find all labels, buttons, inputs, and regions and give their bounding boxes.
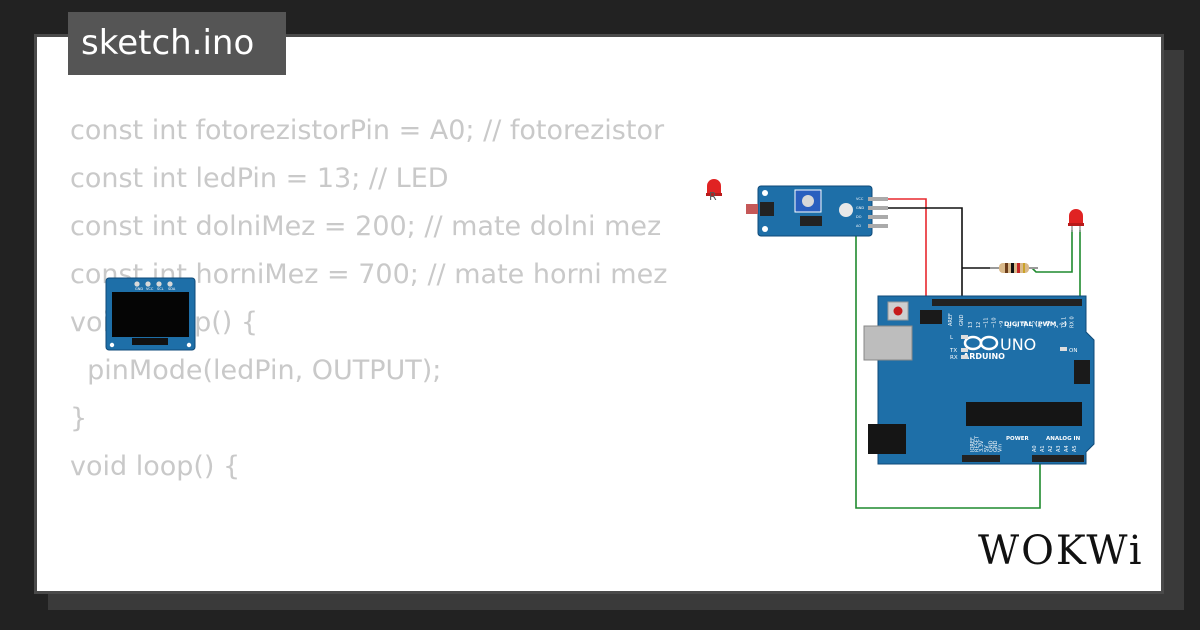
analog-pin-label: A1 [1040,445,1046,452]
led-output[interactable] [1068,209,1084,232]
board-brand: ARDUINO [963,352,1005,361]
power-pin-label: 5V [984,445,990,452]
arduino-uno-board[interactable]: UNO ARDUINO DIGITAL (PWM ~) POWER ANALOG… [863,295,1095,465]
power-pin-label: GND [988,440,994,452]
digital-pin-label: TX 1 [1062,317,1068,329]
sensor-pin-label: GND [856,206,864,210]
power-pin-label: 3.3V [979,440,985,452]
power-pin-label: Vin [998,444,1004,452]
digital-pin-label: ~10 [991,317,997,328]
on-label: ON [1069,348,1077,354]
digital-pin-label: ~6 [1023,321,1029,328]
digital-pin-label: 12 [976,322,982,328]
aref-label: AREF [948,313,954,326]
led-indicator[interactable]: R [706,179,722,203]
analog-header [1032,455,1084,462]
oled-pin-label: SDA [168,287,176,291]
led-label: R [709,190,717,203]
board-name: UNO [1000,335,1036,354]
analog-pin-label: A4 [1064,445,1070,452]
wokwi-logo: WOKWi [978,528,1144,574]
digital-pin-label: 13 [968,322,974,328]
photoresistor-module[interactable]: VCC GND DO AO [746,185,888,237]
power-pin-label: RESET [975,435,981,452]
sensor-pin-label: DO [856,215,862,219]
gnd-label: GND [959,314,965,326]
l-label: L [950,335,954,341]
code-line: const int ledPin = 13; // LED [70,163,449,194]
digital-pin-label: 2 [1054,325,1060,328]
oled-display[interactable]: GND VCC SCL SDA [105,277,196,351]
usb-port [863,325,913,361]
sensor-pin-label: AO [856,224,861,228]
file-tab[interactable]: sketch.ino [68,12,286,75]
digital-pin-label: ~3 [1046,321,1052,328]
digital-pin-label: ~9 [999,321,1005,328]
digital-pin-label: 4 [1038,325,1044,328]
digital-label: DIGITAL (PWM ~) [1004,320,1067,328]
tx-label: TX [949,348,957,354]
digital-pin-label: RX 0 [1069,316,1075,328]
rx-label: RX [950,355,958,361]
sensor-pin-label: VCC [856,197,864,201]
code-line: pinMode(ledPin, OUTPUT); [70,355,442,386]
code-preview: const int fotorezistorPin = A0; // fotor… [70,107,770,491]
oled-pin-label: GND [135,287,143,291]
analog-pin-label: A0 [1032,445,1038,452]
code-line: } [70,403,88,434]
digital-header [932,299,1082,306]
analog-pin-label: A3 [1056,445,1062,452]
analog-pin-label: A5 [1072,445,1078,452]
code-line: const int dolniMez = 200; // mate dolni … [70,211,662,242]
analog-pin-label: A2 [1048,445,1054,452]
atmega-chip [966,402,1082,426]
code-line: const int fotorezistorPin = A0; // fotor… [70,115,665,146]
power-header [962,455,1000,462]
power-pin-label: IOREF [970,437,976,452]
wire-gnd [870,207,963,300]
resistor[interactable] [990,263,1038,273]
analog-label: ANALOG IN [1046,436,1081,442]
oled-pin-label: VCC [146,287,154,291]
code-line: void loop() { [70,451,241,482]
wire-led-cathode [1031,230,1073,273]
power-pin-label: GND [993,440,999,452]
oled-pin-label: SCL [157,287,164,291]
digital-pin-label: ~5 [1030,321,1036,328]
digital-pin-label: 7 [1015,325,1021,328]
power-jack [868,424,906,454]
power-label: POWER [1006,436,1030,442]
digital-pin-label: ~11 [984,317,990,328]
arduino-logo-icon [963,335,999,351]
digital-pin-label: 8 [1007,325,1013,328]
